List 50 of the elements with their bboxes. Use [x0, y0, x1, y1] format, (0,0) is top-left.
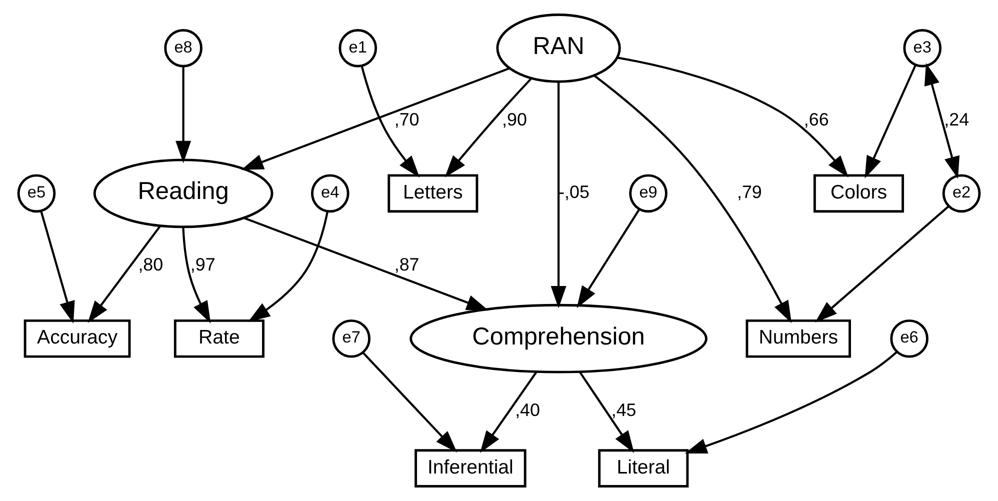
- arrow: [360, 66, 420, 178]
- arrow: [684, 351, 898, 454]
- node-circle: e2: [942, 174, 981, 213]
- edge-label: ,97: [190, 254, 216, 275]
- edge-label: ,24: [944, 109, 970, 130]
- node-circle: e4: [310, 174, 350, 213]
- edge-label: ,87: [394, 254, 420, 275]
- edge-label: ,66: [804, 109, 829, 130]
- arrow: [362, 352, 458, 453]
- node-box: Inferential: [414, 449, 526, 488]
- arrow: [480, 372, 538, 453]
- node-circle: e5: [17, 174, 56, 213]
- node-circle: e3: [903, 29, 942, 68]
- node-circle: e8: [164, 29, 202, 68]
- edge-label: ,90: [502, 109, 527, 130]
- node-ellipse: Comprehension: [410, 304, 708, 374]
- arrow: [579, 372, 634, 453]
- arrow: [40, 211, 75, 324]
- arrow: [617, 56, 849, 178]
- arrow: [241, 67, 510, 170]
- node-box: Numbers: [746, 319, 851, 358]
- edge-label: ,40: [515, 400, 540, 420]
- arrow: [576, 208, 640, 308]
- arrow: [594, 74, 792, 324]
- node-circle: e7: [332, 319, 371, 358]
- edge-label: ,80: [138, 254, 164, 275]
- arrow: [815, 205, 950, 322]
- node-box: Colors: [813, 174, 904, 213]
- arrow: [864, 64, 917, 178]
- edge-label: ,79: [736, 182, 762, 202]
- arrow: [244, 217, 489, 311]
- node-box: Accuracy: [24, 319, 131, 358]
- node-circle: e9: [629, 174, 668, 213]
- edge-label: -,05: [558, 182, 590, 202]
- edge-label: ,70: [394, 109, 420, 130]
- arrow: [924, 63, 960, 179]
- arrow: [248, 211, 329, 322]
- node-circle: e1: [338, 29, 378, 68]
- node-box: Rate: [174, 319, 264, 358]
- node-ellipse: Reading: [93, 158, 274, 228]
- node-box: Letters: [388, 174, 478, 213]
- node-ellipse: RAN: [496, 14, 621, 83]
- node-box: Literal: [598, 449, 689, 488]
- arrow: [176, 66, 192, 164]
- edge-label: ,45: [611, 400, 636, 420]
- arrow: [550, 82, 566, 308]
- arrow: [182, 226, 211, 324]
- arrow: [444, 78, 532, 178]
- arrow: [88, 225, 162, 323]
- node-circle: e6: [890, 319, 928, 358]
